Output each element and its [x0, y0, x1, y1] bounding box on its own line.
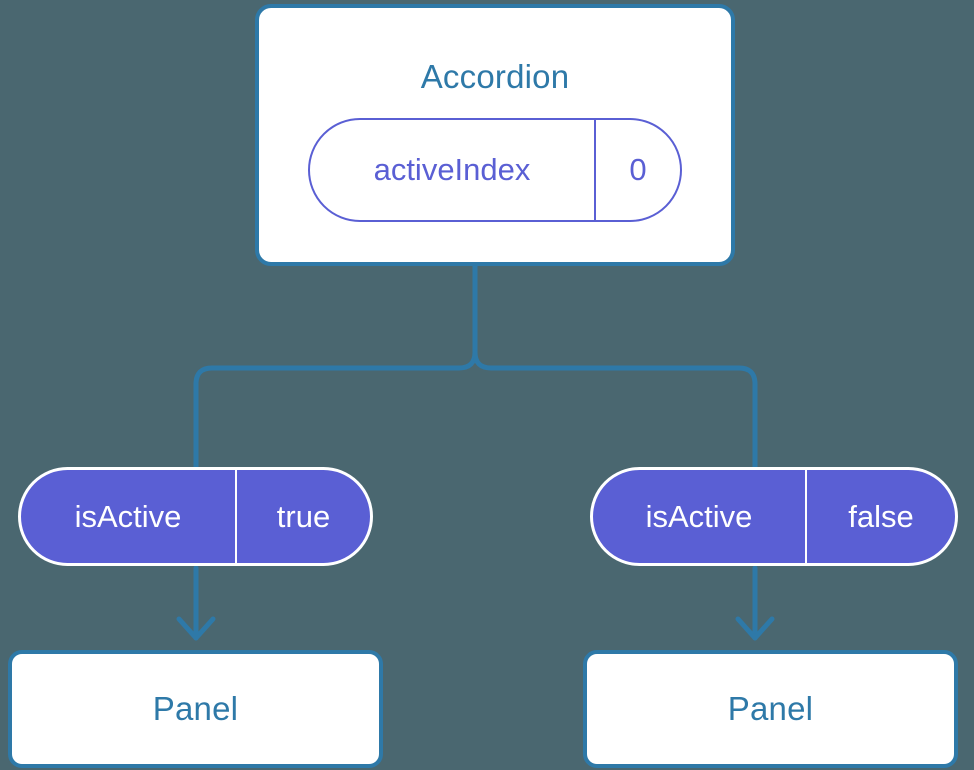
state-pill-active-index[interactable]: activeIndex 0 — [308, 118, 682, 222]
arrow-head-right — [735, 616, 775, 641]
panel-component-card-right[interactable]: Panel — [583, 650, 958, 768]
prop-pill-is-active-true-value: true — [235, 470, 370, 563]
panel-title-left: Panel — [152, 690, 239, 727]
panel-title-right: Panel — [727, 690, 814, 727]
prop-pill-is-active-false-value: false — [805, 470, 955, 563]
state-pill-active-index-value: 0 — [594, 120, 680, 220]
prop-pill-is-active-true-key: isActive — [74, 498, 182, 534]
prop-pill-is-active-false-key: isActive — [645, 498, 753, 534]
prop-pill-is-active-true[interactable]: isActive true — [18, 467, 373, 566]
connector-branch-left — [193, 349, 478, 470]
panel-component-card-left[interactable]: Panel — [8, 650, 383, 768]
arrow-head-left — [176, 616, 216, 641]
state-pill-active-index-key: activeIndex — [373, 152, 531, 187]
prop-pill-is-active-false[interactable]: isActive false — [590, 467, 958, 566]
connector-branch-right — [472, 349, 758, 470]
accordion-title: Accordion — [420, 58, 570, 95]
